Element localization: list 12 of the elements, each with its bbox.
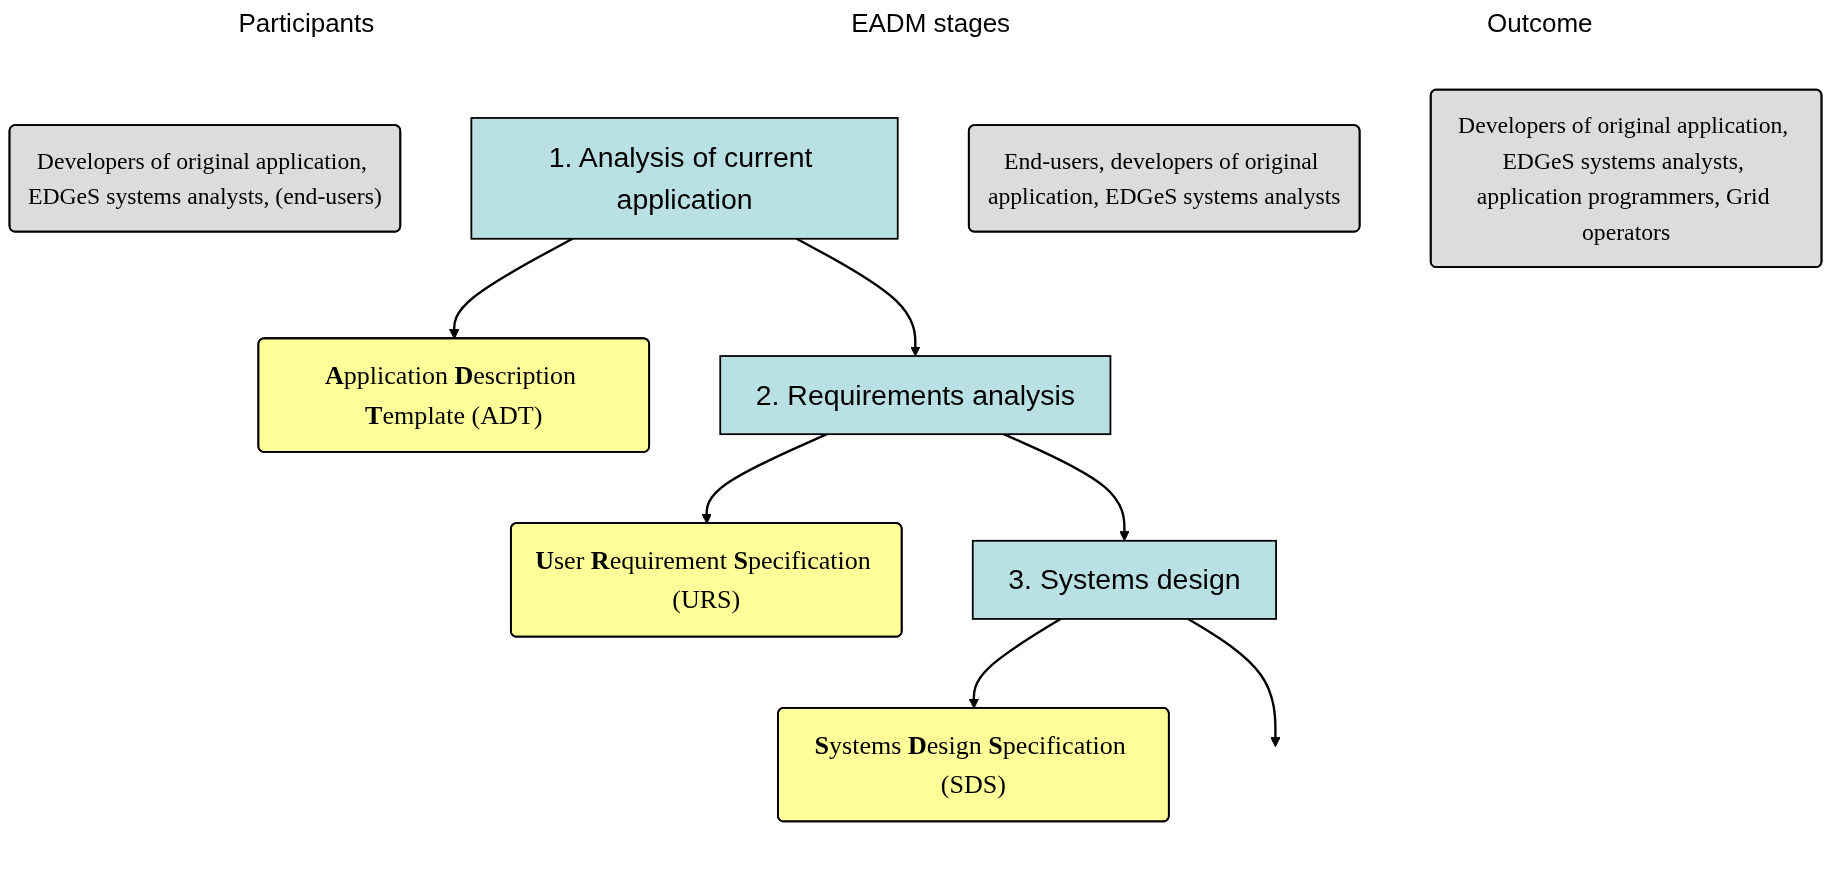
- node-box: 2. Requirements analysis: [719, 355, 1112, 436]
- arrow: [1187, 617, 1281, 748]
- arrow: [449, 237, 573, 340]
- column-heading: Outcome: [1487, 8, 1593, 40]
- arrow: [796, 237, 921, 357]
- arrow: [701, 433, 828, 525]
- node-box: 1. Analysis of current application: [470, 117, 899, 240]
- column-heading: Participants: [238, 8, 375, 40]
- node-box: 3. Systems design: [971, 539, 1277, 620]
- arrow: [1003, 433, 1130, 542]
- column-heading: EADM stages: [851, 8, 1011, 40]
- arrow: [968, 617, 1062, 709]
